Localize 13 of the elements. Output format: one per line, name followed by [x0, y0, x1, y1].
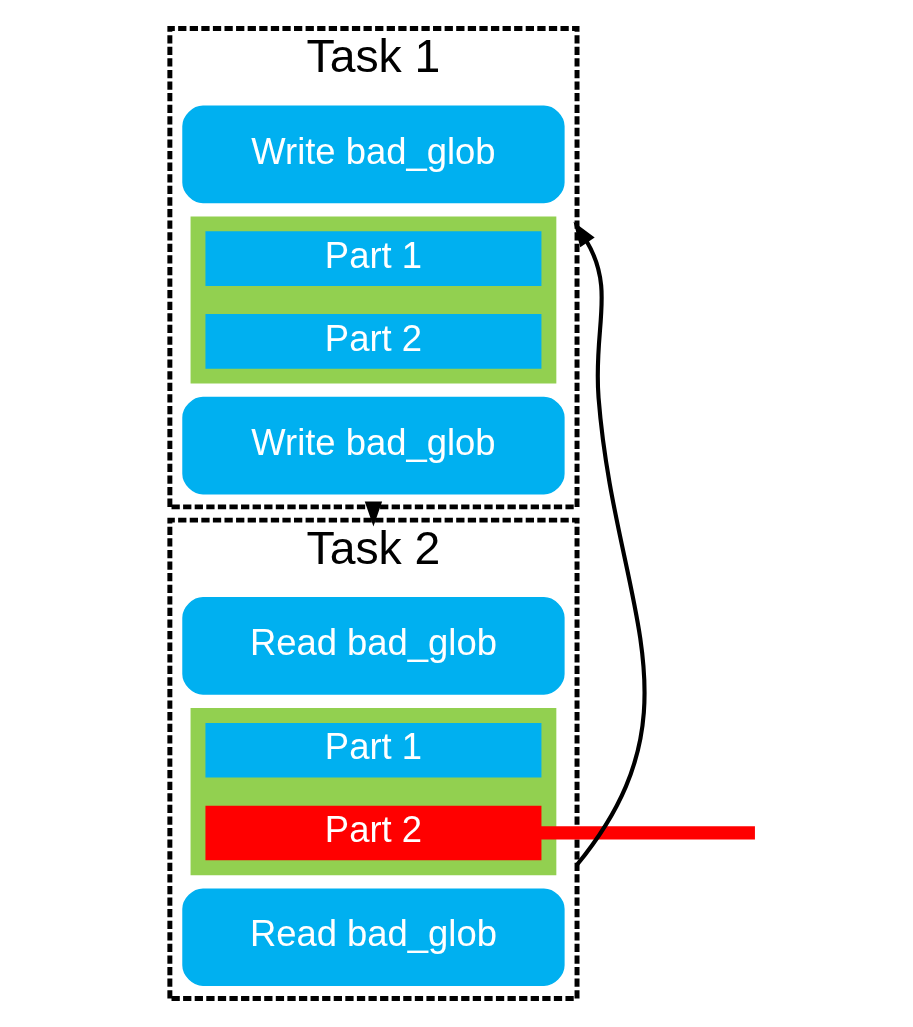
- node-box: Part 1: [205, 722, 542, 778]
- arrow: [573, 221, 647, 866]
- node-box: Part 1: [205, 231, 542, 286]
- node-box: Write bad_glob: [182, 396, 565, 495]
- node-box: Read bad_glob: [182, 597, 565, 695]
- node-box: Part 2: [205, 314, 542, 369]
- node-box: Part 2: [205, 805, 542, 861]
- cluster: [190, 216, 557, 384]
- arrow: [364, 501, 383, 527]
- node-box: Read bad_glob: [182, 888, 565, 987]
- cluster: [190, 707, 557, 876]
- node-box: Write bad_glob: [182, 105, 565, 204]
- connector: [540, 826, 755, 840]
